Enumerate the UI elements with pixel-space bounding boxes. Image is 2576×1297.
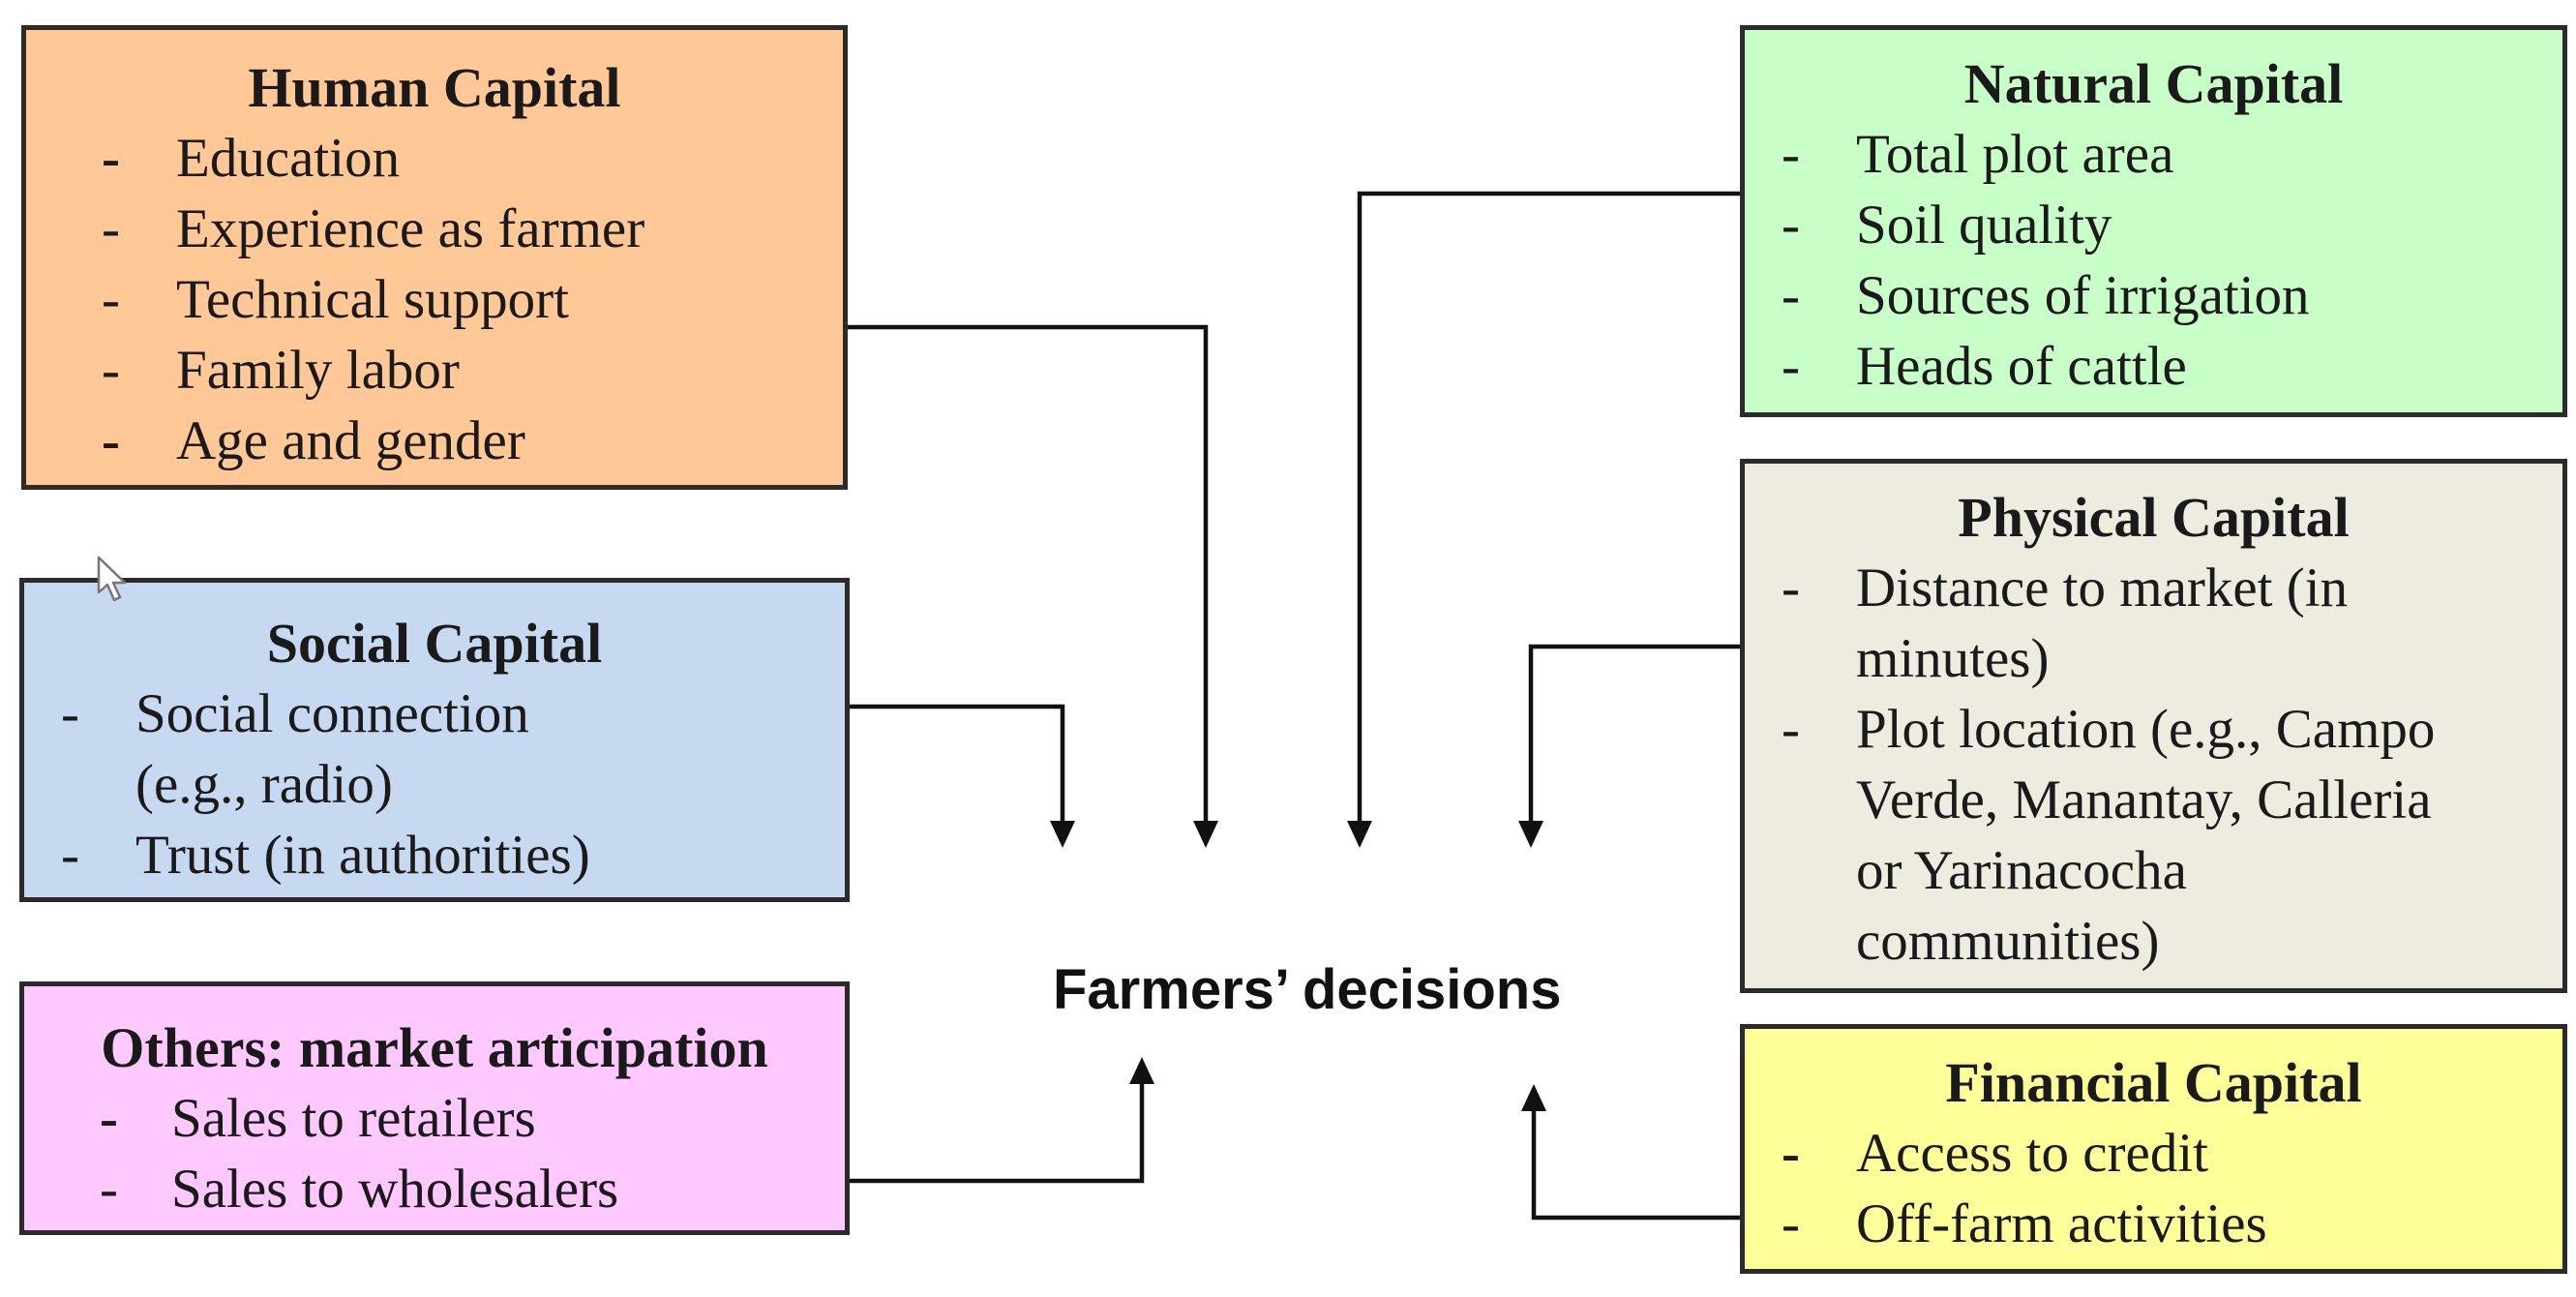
arrow-human-to-decisions <box>848 324 1209 825</box>
social-capital-box: Social Capital -Social connection (e.g.,… <box>19 578 850 902</box>
list-item: -Total plot area <box>1782 124 2174 185</box>
list-item: -Education <box>102 128 401 189</box>
arrowhead-others <box>1129 1057 1154 1084</box>
others-market-participation-box: Others: market articipation -Sales to re… <box>19 981 850 1235</box>
list-item: (e.g., radio) <box>135 754 393 815</box>
arrow-others-to-decisions <box>850 1080 1145 1184</box>
arrowhead-financial <box>1521 1084 1546 1111</box>
list-item: -Technical support <box>102 269 569 330</box>
arrowhead-human <box>1193 821 1218 848</box>
farmers-decisions-label: Farmers’ decisions <box>1053 958 1562 1021</box>
human-capital-box: Human Capital -Education -Experience as … <box>21 25 848 490</box>
list-item: or Yarinacocha <box>1856 840 2187 901</box>
physical-capital-list: -Distance to market (in minutes) -Plot l… <box>1745 553 2562 977</box>
list-item: -Age and gender <box>102 410 525 471</box>
list-item: -Distance to market (in <box>1782 558 2349 618</box>
list-item: -Social connection <box>61 683 529 744</box>
natural-capital-box: Natural Capital -Total plot area -Soil q… <box>1740 25 2567 417</box>
list-item: -Experience as farmer <box>102 198 645 259</box>
natural-capital-title: Natural Capital <box>1963 52 2344 115</box>
arrow-social-to-decisions <box>850 704 1065 825</box>
list-item: -Trust (in authorities) <box>61 825 590 886</box>
others-title: Others: market articipation <box>101 1016 768 1079</box>
natural-capital-list: -Total plot area -Soil quality -Sources … <box>1745 119 2562 402</box>
financial-capital-box: Financial Capital -Access to credit -Off… <box>1740 1024 2567 1274</box>
financial-capital-list: -Access to credit -Off-farm activities <box>1745 1118 2562 1259</box>
list-item: -Plot location (e.g., Campo <box>1782 699 2436 760</box>
arrowhead-social <box>1050 821 1075 848</box>
list-item: -Sales to wholesalers <box>100 1159 619 1220</box>
human-capital-title: Human Capital <box>248 56 621 119</box>
list-item: -Heads of cattle <box>1782 336 2187 397</box>
list-item: -Family labor <box>102 340 460 401</box>
list-item: -Off-farm activities <box>1782 1193 2267 1254</box>
list-item: -Soil quality <box>1782 195 2112 256</box>
financial-capital-title: Financial Capital <box>1945 1051 2362 1114</box>
arrowhead-natural <box>1347 821 1372 848</box>
others-list: -Sales to retailers -Sales to wholesaler… <box>24 1083 845 1224</box>
physical-capital-title: Physical Capital <box>1958 486 2350 549</box>
list-item: -Sales to retailers <box>100 1088 536 1149</box>
arrow-financial-to-decisions <box>1531 1107 1740 1221</box>
social-capital-title: Social Capital <box>266 612 603 675</box>
arrow-natural-to-decisions <box>1357 191 1740 825</box>
human-capital-list: -Education -Experience as farmer -Techni… <box>26 123 843 476</box>
mouse-pointer-icon <box>97 556 127 602</box>
list-item: Verde, Manantay, Calleria <box>1856 769 2432 830</box>
list-item: minutes) <box>1856 628 2050 689</box>
list-item: -Sources of irrigation <box>1782 265 2310 326</box>
physical-capital-box: Physical Capital -Distance to market (in… <box>1740 459 2567 993</box>
arrow-physical-to-decisions <box>1528 644 1740 825</box>
social-capital-list: -Social connection (e.g., radio) -Trust … <box>24 679 845 890</box>
list-item: -Access to credit <box>1782 1123 2209 1184</box>
list-item: communities) <box>1856 911 2160 972</box>
arrowhead-physical <box>1518 821 1543 848</box>
